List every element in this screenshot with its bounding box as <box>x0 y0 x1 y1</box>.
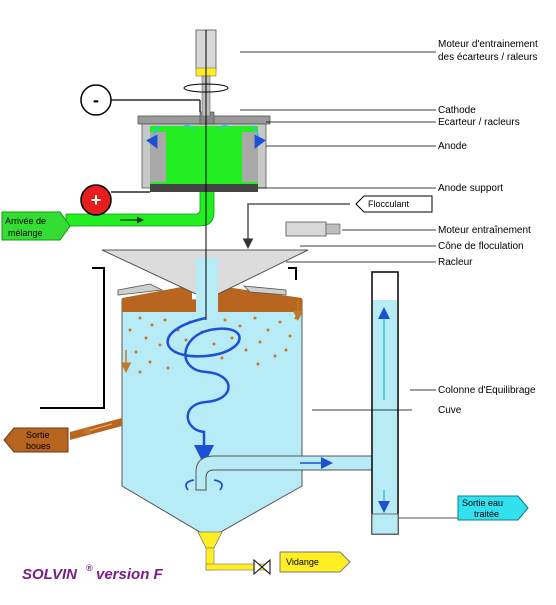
title-registered: ® <box>86 563 93 573</box>
drain: Vidange <box>205 547 351 576</box>
dosing-motor-icon <box>285 221 327 237</box>
label-motor-line2: des écarteurs / raleurs <box>438 52 538 63</box>
title-version: version F <box>96 566 164 583</box>
label-anode-support: Anode support <box>438 183 503 194</box>
frame <box>40 267 297 409</box>
tag-inlet: Arrivée de mélange <box>1 211 71 241</box>
tag-inlet-line1: Arrivée de <box>5 216 46 226</box>
footer-title: SOLVIN ® version F <box>22 563 164 583</box>
top-motor <box>183 29 229 320</box>
label-cuve: Cuve <box>438 405 462 416</box>
tag-sludge: Sortie boues <box>3 427 69 453</box>
title-solvin: SOLVIN <box>22 566 78 583</box>
label-dosing-motor: Moteur entraînement <box>438 225 531 236</box>
labels: Moteur d'entrainement des écarteurs / ra… <box>438 39 538 416</box>
label-colonne: Colonne d'Equilibrage <box>438 385 536 396</box>
sludge-outlet <box>70 300 304 440</box>
spiral-flow <box>166 316 241 491</box>
tank <box>121 285 303 549</box>
flocculant-line <box>242 203 350 249</box>
reactor <box>137 111 271 192</box>
label-motor-line1: Moteur d'entrainement <box>438 39 538 50</box>
polarity: - + <box>80 84 201 216</box>
positive-terminal-icon <box>80 184 112 216</box>
positive-sign: + <box>91 190 102 210</box>
tag-inlet-line2: mélange <box>8 228 43 238</box>
tag-sludge-line2: boues <box>26 441 51 451</box>
racleurs <box>117 283 287 296</box>
tag-treated-water: Sortie eau traitée <box>457 495 529 521</box>
tag-flocculant-text: Flocculant <box>368 199 410 209</box>
valve-icon <box>253 558 263 576</box>
flocculation-cone <box>101 249 309 316</box>
label-anode: Anode <box>438 141 467 152</box>
tag-treated-line2: traitée <box>474 509 499 519</box>
label-cone: Cône de floculation <box>438 241 524 252</box>
leader-lines <box>240 51 436 411</box>
equilibrium-column <box>371 271 458 535</box>
negative-sign: - <box>93 90 99 110</box>
tag-drain-text: Vidange <box>286 557 319 567</box>
tag-treated-line1: Sortie eau <box>462 498 503 508</box>
label-cathode: Cathode <box>438 105 476 116</box>
label-ecarteur: Ecarteur / racleurs <box>438 117 520 128</box>
tag-sludge-line1: Sortie <box>26 430 50 440</box>
tag-flocculant: Flocculant <box>355 195 433 213</box>
label-racleur: Racleur <box>438 257 473 268</box>
